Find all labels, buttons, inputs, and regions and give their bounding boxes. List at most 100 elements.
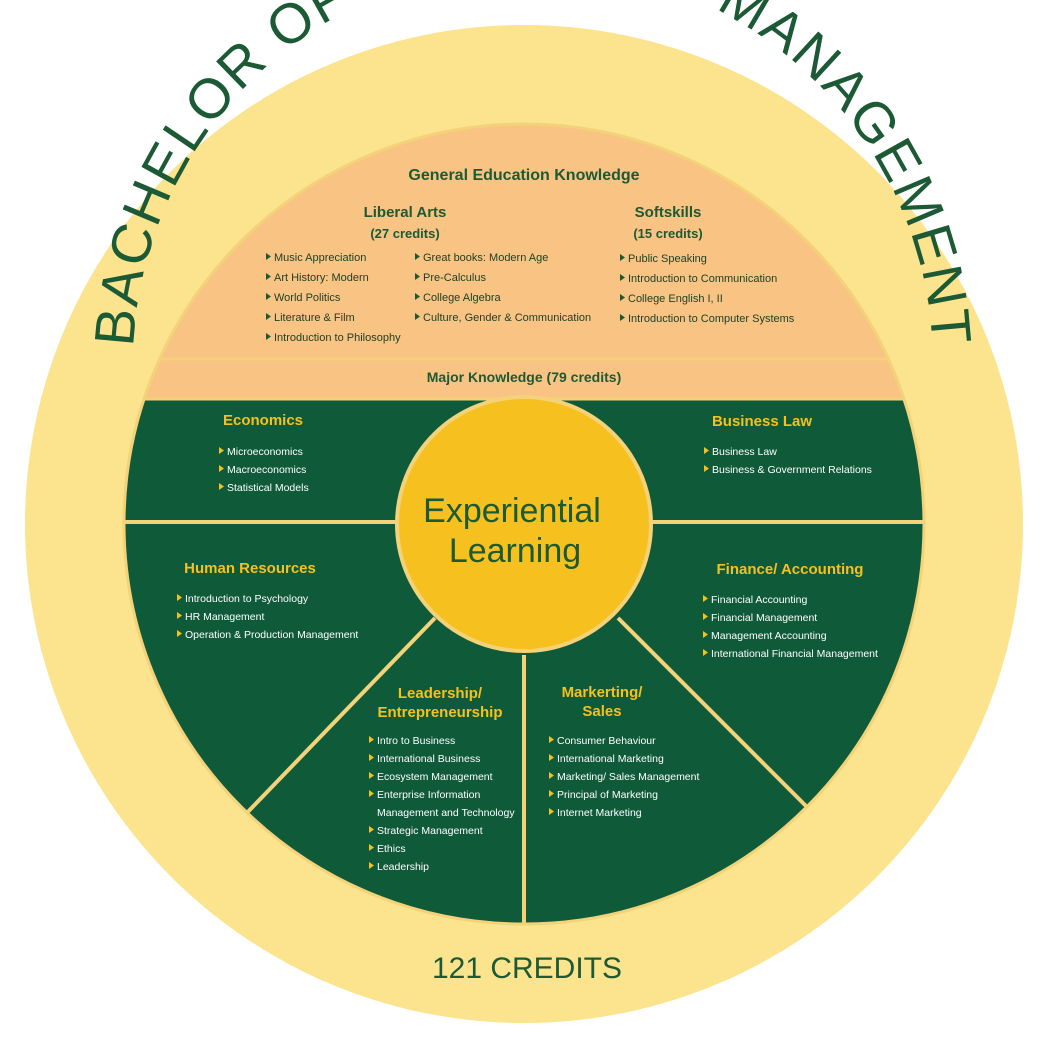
bullet-icon xyxy=(549,790,554,797)
center-circle xyxy=(395,395,653,653)
bullet-icon xyxy=(219,465,224,472)
bullet-icon xyxy=(549,772,554,779)
bullet-icon xyxy=(415,293,420,300)
bullet-icon xyxy=(415,313,420,320)
list-item: Business & Government Relations xyxy=(712,464,872,476)
center-label-line1: Experiential xyxy=(423,492,601,530)
liberal-arts-credits: (27 credits) xyxy=(370,226,439,241)
bullet-icon xyxy=(620,294,625,301)
list-item: Leadership xyxy=(377,861,429,873)
center-label-line2: Learning xyxy=(449,532,581,570)
bullet-icon xyxy=(219,447,224,454)
list-item: Consumer Behaviour xyxy=(557,735,656,747)
bullet-icon xyxy=(266,313,271,320)
list-item: Introduction to Philosophy xyxy=(274,332,401,344)
bullet-icon xyxy=(704,465,709,472)
list-item: Principal of Marketing xyxy=(557,789,658,801)
bullet-icon xyxy=(266,333,271,340)
marketing-title-line2: Sales xyxy=(582,703,621,720)
list-item: Operation & Production Management xyxy=(185,629,358,641)
bullet-icon xyxy=(369,772,374,779)
bullet-icon xyxy=(549,754,554,761)
liberal-arts-title: Liberal Arts xyxy=(364,204,447,221)
list-item: HR Management xyxy=(185,611,264,623)
human-resources-list: Introduction to Psychology HR ManagementO… xyxy=(177,593,358,641)
list-item: Literature & Film xyxy=(274,312,355,324)
list-item: International Business xyxy=(377,753,480,765)
list-item: Marketing/ Sales Management xyxy=(557,771,699,783)
bullet-icon xyxy=(369,790,374,797)
list-item: International Financial Management xyxy=(711,648,878,660)
list-item: Intro to Business xyxy=(377,735,455,747)
bullet-icon xyxy=(549,808,554,815)
list-item: Pre-Calculus xyxy=(423,272,486,284)
list-item: Great books: Modern Age xyxy=(423,252,548,264)
list-item: College Algebra xyxy=(423,292,502,304)
list-item: Public Speaking xyxy=(628,253,707,265)
list-item: International Marketing xyxy=(557,753,664,765)
segment-dividers xyxy=(124,520,924,924)
list-item: Microeconomics xyxy=(227,446,303,458)
list-item: Ethics xyxy=(377,843,406,855)
list-item: Music Appreciation xyxy=(274,252,366,264)
list-item: Culture, Gender & Communication xyxy=(423,312,591,324)
major-knowledge-label: Major Knowledge (79 credits) xyxy=(427,369,621,385)
bullet-icon xyxy=(266,293,271,300)
bullet-icon xyxy=(703,613,708,620)
list-item: Art History: Modern xyxy=(274,272,369,284)
list-item: Introduction to Communication xyxy=(628,273,777,285)
bullet-icon xyxy=(703,595,708,602)
bullet-icon xyxy=(549,736,554,743)
list-item: College English I, II xyxy=(628,293,723,305)
human-resources-title: Human Resources xyxy=(184,560,316,577)
bullet-icon xyxy=(415,253,420,260)
bullet-icon xyxy=(620,314,625,321)
list-item: Management Accounting xyxy=(711,630,827,642)
bullet-icon xyxy=(266,273,271,280)
bullet-icon xyxy=(369,862,374,869)
bullet-icon xyxy=(369,844,374,851)
leadership-title-line2: Entrepreneurship xyxy=(377,704,502,721)
total-credits: 121 CREDITS xyxy=(432,952,622,985)
list-item: World Politics xyxy=(274,292,341,304)
list-item: Introduction to Computer Systems xyxy=(628,313,795,325)
bullet-icon xyxy=(177,594,182,601)
list-item: Macroeconomics xyxy=(227,464,306,476)
bullet-icon xyxy=(266,253,271,260)
bullet-icon xyxy=(703,649,708,656)
leadership-title-line1: Leadership/ xyxy=(398,685,483,702)
bullet-icon xyxy=(369,754,374,761)
bullet-icon xyxy=(415,273,420,280)
finance-title: Finance/ Accounting xyxy=(717,561,864,578)
bullet-icon xyxy=(219,483,224,490)
list-item: Ecosystem Management xyxy=(377,771,493,783)
list-item: Statistical Models xyxy=(227,482,309,494)
bullet-icon xyxy=(620,274,625,281)
list-item: Enterprise Information xyxy=(377,789,480,801)
bullet-icon xyxy=(704,447,709,454)
list-item: Financial Management xyxy=(711,612,817,624)
bullet-icon xyxy=(177,630,182,637)
list-item: Internet Marketing xyxy=(557,807,642,819)
bullet-icon xyxy=(177,612,182,619)
list-item: Business Law xyxy=(712,446,777,458)
liberal-arts-list-2: Great books: Modern AgePre-CalculusColle… xyxy=(415,252,591,324)
economics-title: Economics xyxy=(223,412,303,429)
bullet-icon xyxy=(369,736,374,743)
list-item: Financial Accounting xyxy=(711,594,807,606)
bullet-icon xyxy=(620,254,625,261)
list-item: Strategic Management xyxy=(377,825,483,837)
list-item: Management and Technology xyxy=(377,807,515,819)
marketing-title-line1: Markerting/ xyxy=(562,684,644,701)
business-law-title: Business Law xyxy=(712,413,812,430)
softskills-title: Softskills xyxy=(635,204,702,221)
list-item: Introduction to Psychology xyxy=(185,593,309,605)
softskills-credits: (15 credits) xyxy=(633,226,702,241)
